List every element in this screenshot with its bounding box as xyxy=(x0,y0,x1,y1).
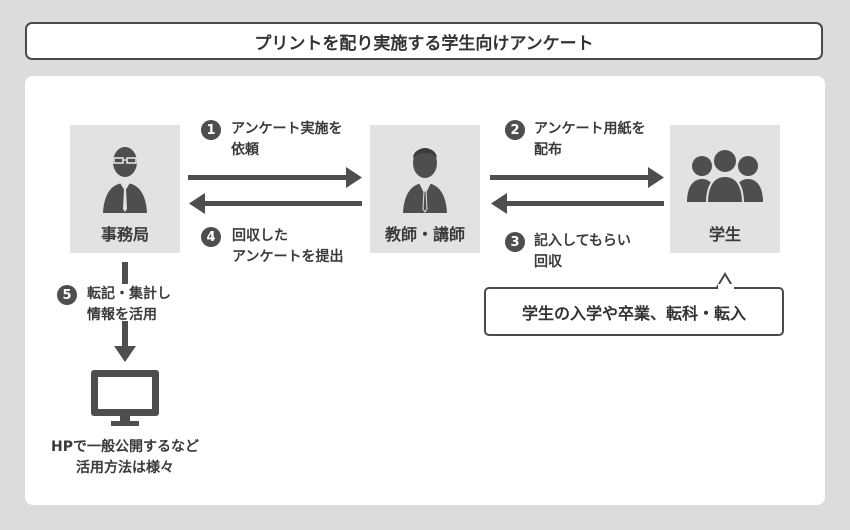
step-5-line2: 情報を活用 xyxy=(87,307,157,323)
step-1-text: アンケート実施を 依頼 xyxy=(231,119,342,161)
step-5-number: 5 xyxy=(62,287,72,303)
step-3-line2: 回収 xyxy=(534,254,562,270)
step-3-text: 記入してもらい 回収 xyxy=(534,231,631,273)
office-worker-icon xyxy=(103,147,147,213)
step-5-badge: 5 xyxy=(57,285,77,305)
monitor-note: HPで一般公開するなど 活用方法は様々 xyxy=(30,437,220,479)
step-4-line1: 回収した xyxy=(232,228,288,244)
diagram-title: プリントを配り実施する学生向けアンケート xyxy=(25,22,823,60)
actor-office: 事務局 xyxy=(70,125,180,253)
step-2-text: アンケート用紙を 配布 xyxy=(534,119,645,161)
step-1-badge: 1 xyxy=(201,120,221,140)
step-5-line1: 転記・集計し xyxy=(87,286,171,302)
actor-teacher: 教師・講師 xyxy=(370,125,480,253)
step-2-line1: アンケート用紙を xyxy=(534,121,646,137)
step-1-line2: 依頼 xyxy=(231,142,259,158)
step-2-number: 2 xyxy=(510,122,520,138)
step-1-line1: アンケート実施を xyxy=(231,121,343,137)
step-3-line1: 記入してもらい xyxy=(534,233,631,249)
step-5-text: 転記・集計し 情報を活用 xyxy=(87,284,171,326)
teacher-icon xyxy=(403,148,447,213)
actor-teacher-label: 教師・講師 xyxy=(384,225,465,244)
step-4-number: 4 xyxy=(206,229,216,245)
step-1-number: 1 xyxy=(206,122,216,138)
actor-student-label: 学生 xyxy=(708,225,741,244)
step-2-badge: 2 xyxy=(505,120,525,140)
step-4-line2: アンケートを提出 xyxy=(232,249,344,265)
actor-student: 学生 xyxy=(670,125,780,253)
monitor-icon xyxy=(91,370,159,426)
diagram-title-text: プリントを配り実施する学生向けアンケート xyxy=(254,33,594,54)
step-2-line2: 配布 xyxy=(534,142,562,158)
bubble-tail-joint xyxy=(718,284,734,290)
actor-office-label: 事務局 xyxy=(100,225,149,244)
step-3-number: 3 xyxy=(510,234,520,250)
step-3-badge: 3 xyxy=(505,232,525,252)
step-4-badge: 4 xyxy=(201,227,221,247)
student-note-bubble: 学生の入学や卒業、転科・転入 xyxy=(484,287,784,336)
monitor-note-line1: HPで一般公開するなど xyxy=(51,439,199,455)
student-group-icon xyxy=(687,148,763,204)
monitor-note-line2: 活用方法は様々 xyxy=(76,460,174,476)
student-note-text: 学生の入学や卒業、転科・転入 xyxy=(521,303,746,323)
step-4-text: 回収した アンケートを提出 xyxy=(232,226,343,268)
